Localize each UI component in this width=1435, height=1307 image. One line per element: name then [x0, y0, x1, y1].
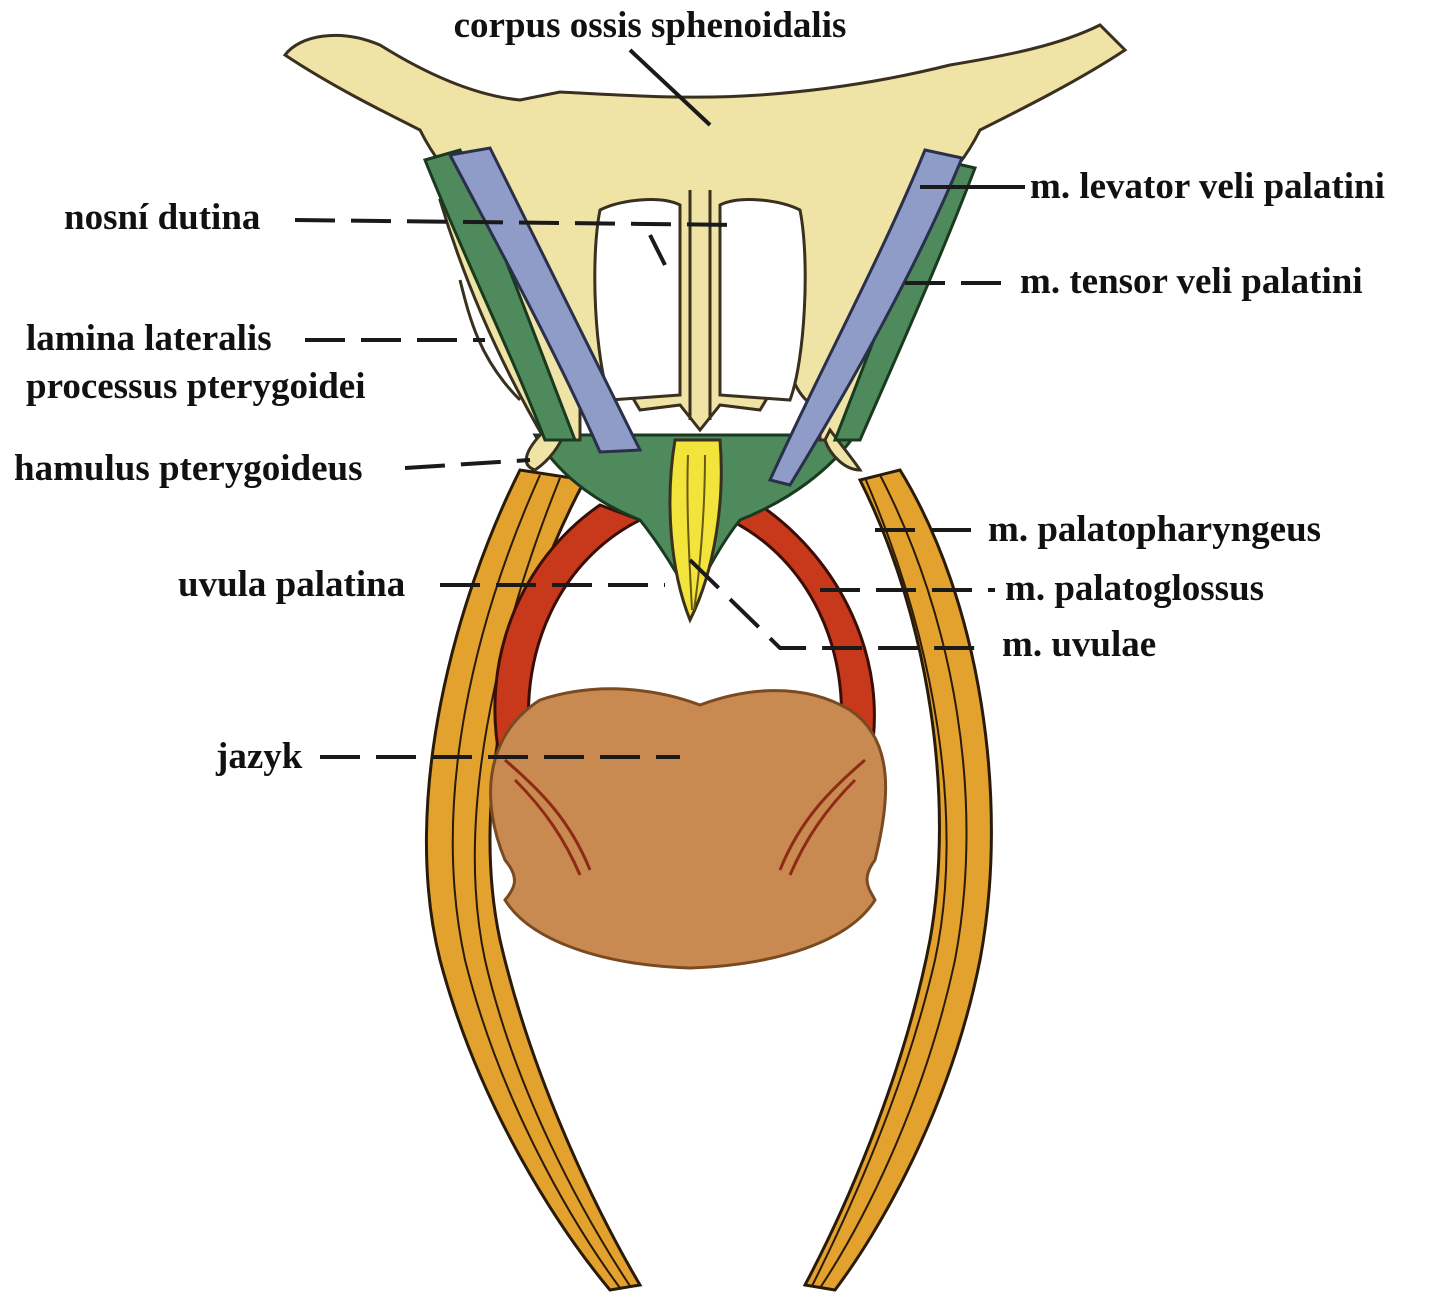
nasal-cavity-left — [595, 200, 680, 400]
label-corpus-ossis-sphenoidalis: corpus ossis sphenoidalis — [454, 5, 847, 46]
label-hamulus-pterygoideus: hamulus pterygoideus — [14, 448, 362, 489]
label-processus-pterygoidei: processus pterygoidei — [26, 366, 366, 407]
label-m-palatoglossus: m. palatoglossus — [1005, 568, 1264, 609]
label-lamina-lateralis: lamina lateralis — [26, 318, 272, 359]
nasal-cavity-right — [720, 200, 805, 400]
label-jazyk: jazyk — [215, 736, 303, 777]
tongue-shape — [491, 689, 886, 968]
label-nosni-dutina: nosní dutina — [64, 197, 260, 238]
label-uvula-palatina: uvula palatina — [178, 564, 405, 605]
leader-hamulus — [405, 460, 530, 468]
label-m-uvulae: m. uvulae — [1002, 624, 1156, 665]
sphenoid-bone — [285, 25, 1125, 440]
label-m-palatopharyngeus: m. palatopharyngeus — [988, 509, 1321, 550]
label-m-tensor-veli-palatini: m. tensor veli palatini — [1020, 261, 1363, 302]
label-m-levator-veli-palatini: m. levator veli palatini — [1030, 166, 1385, 207]
